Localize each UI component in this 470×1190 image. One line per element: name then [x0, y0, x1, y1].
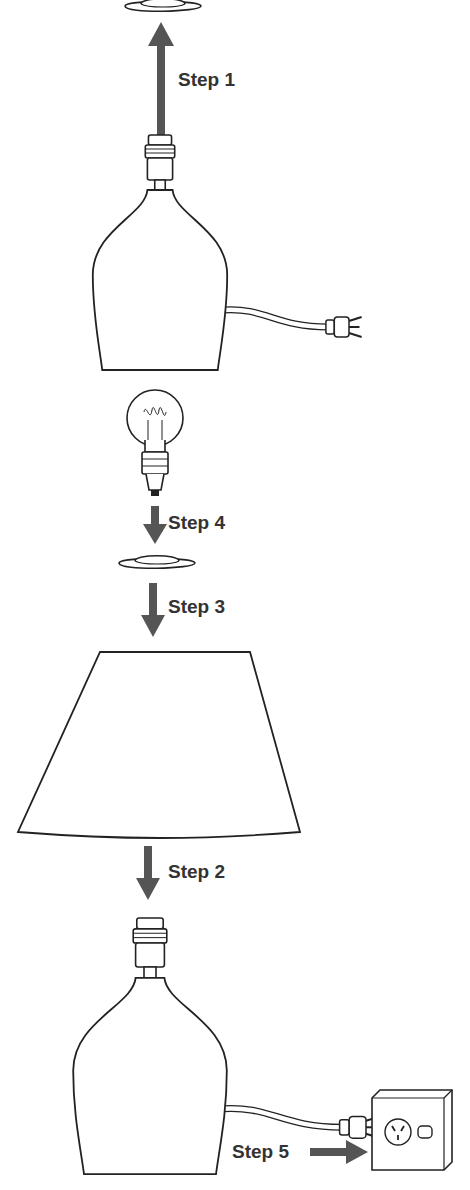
lamp-shade	[18, 652, 300, 838]
step-label: Step 5	[232, 1141, 289, 1163]
step-label: Step 3	[168, 596, 225, 618]
wall-outlet	[372, 1090, 452, 1170]
step-label: Step 2	[168, 861, 225, 883]
light-bulb	[127, 390, 183, 496]
step-label: Step 4	[168, 512, 225, 534]
step-label: Step 1	[178, 69, 235, 91]
